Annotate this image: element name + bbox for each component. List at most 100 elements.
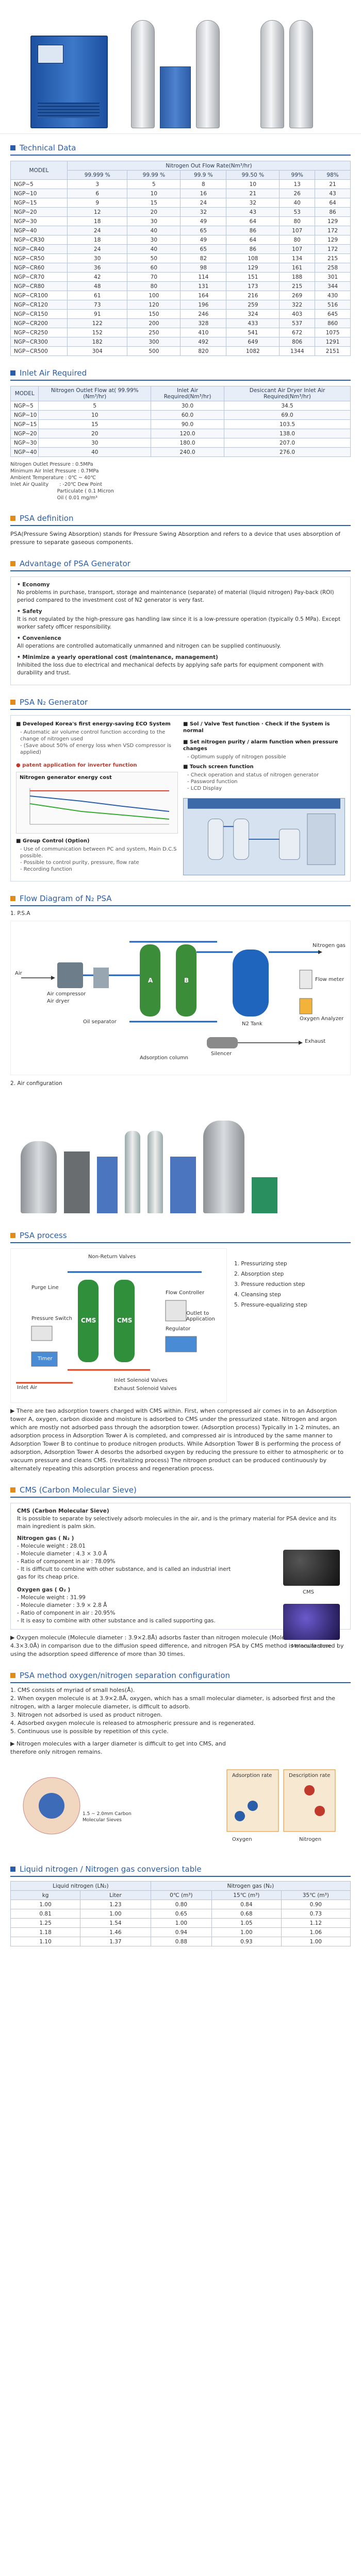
conversion-cell: 0.65	[150, 1909, 212, 1919]
generator-towers-image	[243, 10, 331, 128]
flow-cell: 80	[279, 235, 316, 245]
flow-cell: 328	[180, 318, 227, 328]
flow-cell: 820	[180, 346, 227, 356]
features-grid: ■ Developed Korea's first energy-saving …	[10, 715, 351, 882]
flow-cell: 537	[279, 318, 316, 328]
flow-cell: 15	[127, 198, 181, 208]
flow-cell: 42	[67, 272, 128, 282]
value-cell: 40	[38, 447, 152, 457]
n2-line: - Molecule weight : 28.01	[17, 1543, 86, 1549]
technical-data-section: Technical Data MODEL Nitrogen Out Flow R…	[0, 134, 361, 359]
label-dryer: Air dryer	[47, 998, 70, 1004]
bullet-square-icon	[10, 145, 15, 150]
flow-cell: 107	[279, 226, 316, 235]
psa-process-graphic	[16, 1271, 202, 1384]
flow-cell: 36	[67, 263, 128, 273]
flow-cell: 322	[279, 300, 316, 310]
feature-sub: - (Save about 50% of energy loss when VS…	[20, 743, 172, 755]
selectivity-line: 3. Nitrogen not adsorbed is used as prod…	[10, 1711, 162, 1718]
lnt-subheader: Liter	[80, 1890, 151, 1900]
selectivity-lines: 1. CMS consists of myriad of small holes…	[10, 1686, 351, 1736]
model-cell: NGP~CR150	[10, 309, 68, 319]
flow-cell: 215	[279, 281, 316, 291]
flow-cell: 516	[315, 300, 351, 310]
model-cell: NGP~30	[10, 438, 39, 448]
value-cell: 90.0	[151, 419, 225, 429]
flow-cell: 1075	[315, 328, 351, 337]
model-cell: NGP~30	[10, 216, 68, 226]
note-line: Inlet Air Quality : -20℃ Dew Point	[10, 482, 103, 487]
features-left: ■ Developed Korea's first energy-saving …	[16, 721, 178, 876]
selectivity-line: 5. Continuous use is possible by repetit…	[10, 1728, 169, 1735]
flow-diagram-graphic	[21, 941, 322, 1048]
flow-cell: 9	[67, 198, 128, 208]
flow-cell: 430	[315, 291, 351, 300]
advantage-body: All operations are controlled automatica…	[17, 643, 281, 649]
pointer-icon: ▶	[10, 1634, 17, 1641]
feature-sub: - Automatic air volume control function …	[20, 730, 166, 742]
flow-cell: 129	[315, 216, 351, 226]
note-line: Oil ( 0.01 mg/m³	[10, 495, 97, 501]
label-purge: Purge Line	[31, 1285, 59, 1291]
model-cell: NGP~CR200	[10, 318, 68, 328]
feature-sub: - Check operation and status of nitrogen…	[187, 772, 319, 778]
label-silencer: Silencer	[211, 1051, 232, 1057]
section-title: PSA definition	[10, 514, 351, 526]
feature-sub: - Possible to control purity, pressure, …	[20, 860, 139, 866]
conversion-cell: 1.23	[80, 1900, 151, 1909]
model-cell: NGP~CR500	[10, 346, 68, 356]
inlet-column-header: Nitrogen Outlet Flow at( 99.99%(Nm³/hr)	[38, 386, 152, 401]
n2-header: Nitrogen gas (N₂)	[150, 1881, 351, 1891]
purity-column-header: 99.999 %	[67, 170, 128, 180]
selectivity-line: 2. When oxygen molecule is at 3.9×2.8Å, …	[10, 1695, 335, 1710]
flow-cell: 645	[315, 309, 351, 319]
pointer-icon: ▶	[10, 1408, 17, 1414]
bullet-square-icon	[10, 1867, 15, 1872]
technical-data-table: MODEL Nitrogen Out Flow Rate(Nm³/hr) 99.…	[10, 161, 351, 356]
conversion-section: Liquid nitrogen / Nitrogen gas conversio…	[0, 1855, 361, 1950]
n2-line: - Ratio of component in air : 78.09%	[17, 1558, 116, 1565]
conversion-cell: 0.84	[211, 1900, 282, 1909]
label-inlet-valves: Inlet Solenoid Valves	[114, 1378, 168, 1383]
section-title: Liquid nitrogen / Nitrogen gas conversio…	[10, 1865, 351, 1877]
flow-cell: 1344	[279, 346, 316, 356]
value-cell: 15	[38, 419, 152, 429]
bullet-square-icon	[10, 1233, 15, 1238]
flow-cell: 73	[67, 300, 128, 310]
section-title: PSA N₂ Generator	[10, 698, 351, 710]
model-cell: NGP~CR60	[10, 263, 68, 273]
flow-diagram-section: Flow Diagram of N₂ PSA 1. P.S.A	[0, 885, 361, 1222]
flow-cell: 129	[315, 235, 351, 245]
flow-cell: 86	[315, 207, 351, 217]
conversion-cell: 1.10	[10, 1937, 81, 1946]
value-cell: 207.0	[224, 438, 351, 448]
molecular-label: Molecular sieve	[291, 1643, 332, 1649]
advantage-head: • Convenience	[17, 635, 61, 641]
flow-cell: 161	[279, 263, 316, 273]
note-line: Nitrogen Outlet Pressure : 0.5MPa	[10, 462, 93, 467]
cms-intro: It is possible to separate by selectivel…	[17, 1516, 337, 1530]
psa-step: 4. Cleansing step	[234, 1292, 281, 1298]
lnt-subheader: kg	[10, 1890, 81, 1900]
flow-cell: 86	[226, 244, 280, 254]
label-air: Air	[15, 971, 22, 976]
energy-cost-lines	[29, 788, 170, 825]
value-cell: 69.0	[224, 410, 351, 420]
conversion-cell: 0.93	[211, 1937, 282, 1946]
touch-screen-image	[183, 798, 345, 875]
feature-sub: - Password function	[187, 779, 238, 785]
conversion-cell: 0.81	[10, 1909, 81, 1919]
flow-cell: 30	[127, 235, 181, 245]
lnt-header: Liquid nitrogen (LN₂)	[10, 1881, 151, 1891]
model-cell: NGP~CR250	[10, 328, 68, 337]
feature-title: ■ Touch screen function	[183, 764, 254, 770]
